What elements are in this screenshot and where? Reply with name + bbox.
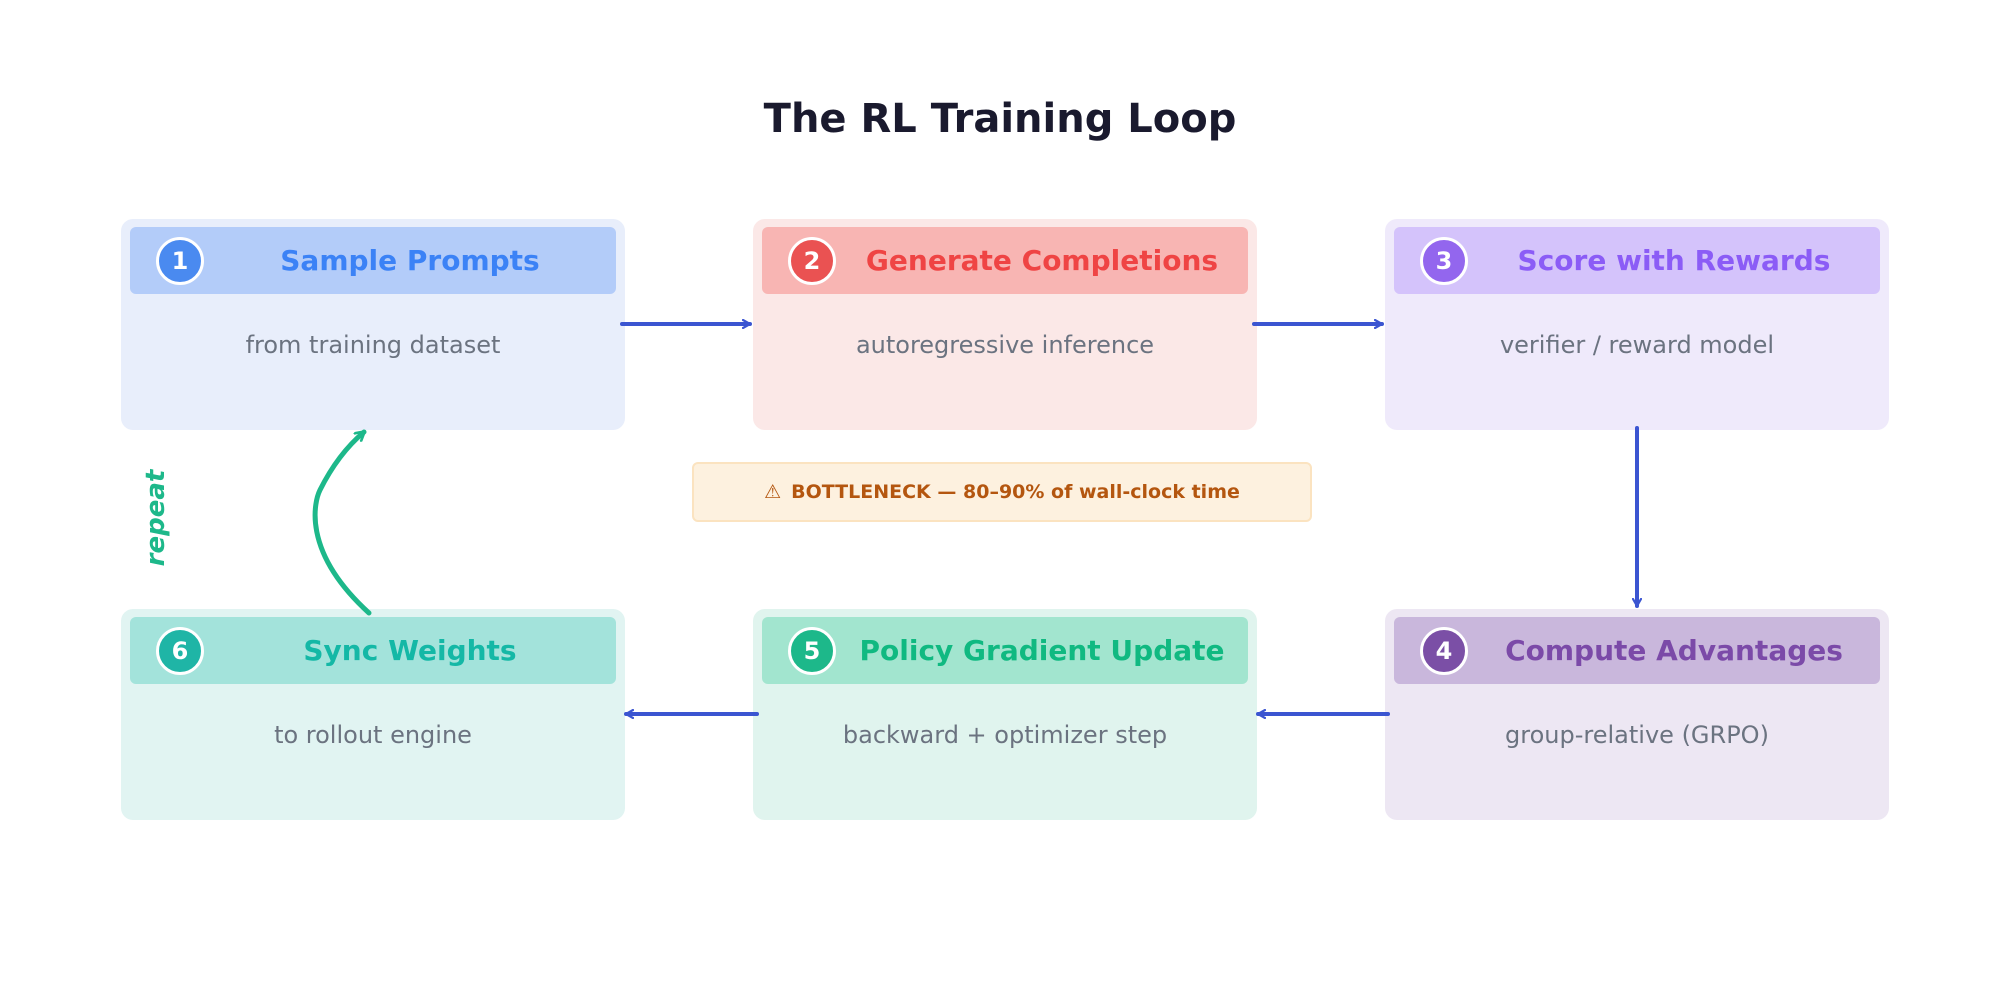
step-title: Compute Advantages — [1505, 634, 1843, 667]
step-card-score-with-rewards: 3 Score with Rewards verifier / reward m… — [1385, 219, 1889, 430]
step-subtitle: from training dataset — [245, 331, 501, 359]
step-number-badge: 5 — [788, 627, 836, 675]
step-header: 4 Compute Advantages — [1394, 617, 1880, 684]
step-card-sync-weights: 6 Sync Weights to rollout engine — [121, 609, 625, 820]
diagram-title: The RL Training Loop — [763, 96, 1237, 142]
step-header: 3 Score with Rewards — [1394, 227, 1880, 294]
step-title: Generate Completions — [865, 244, 1219, 277]
bottleneck-note: ⚠ BOTTLENECK — 80–90% of wall-clock time — [692, 462, 1312, 522]
step-title: Sample Prompts — [280, 244, 540, 277]
step-number-badge: 2 — [788, 237, 836, 285]
step-card-sample-prompts: 1 Sample Prompts from training dataset — [121, 219, 625, 430]
step-subtitle: backward + optimizer step — [842, 721, 1168, 749]
step-header: 1 Sample Prompts — [130, 227, 616, 294]
step-header: 2 Generate Completions — [762, 227, 1248, 294]
step-number-badge: 4 — [1420, 627, 1468, 675]
step-title: Policy Gradient Update — [859, 634, 1225, 667]
step-subtitle: group-relative (GRPO) — [1505, 721, 1769, 749]
repeat-arrow — [312, 429, 372, 616]
step-number-badge: 1 — [156, 237, 204, 285]
step-number-badge: 6 — [156, 627, 204, 675]
step-title: Score with Rewards — [1517, 244, 1831, 277]
step-subtitle: autoregressive inference — [855, 331, 1155, 359]
step-card-generate-completions: 2 Generate Completions autoregressive in… — [753, 219, 1257, 430]
step-title: Sync Weights — [303, 634, 517, 667]
step-header: 5 Policy Gradient Update — [762, 617, 1248, 684]
step-card-compute-advantages: 4 Compute Advantages group-relative (GRP… — [1385, 609, 1889, 820]
step-subtitle: verifier / reward model — [1499, 331, 1775, 359]
step-header: 6 Sync Weights — [130, 617, 616, 684]
step-subtitle: to rollout engine — [274, 721, 472, 749]
bottleneck-text: BOTTLENECK — 80–90% of wall-clock time — [791, 481, 1240, 503]
step-card-policy-gradient-update: 5 Policy Gradient Update backward + opti… — [753, 609, 1257, 820]
warning-icon: ⚠ — [764, 481, 782, 503]
step-number-badge: 3 — [1420, 237, 1468, 285]
